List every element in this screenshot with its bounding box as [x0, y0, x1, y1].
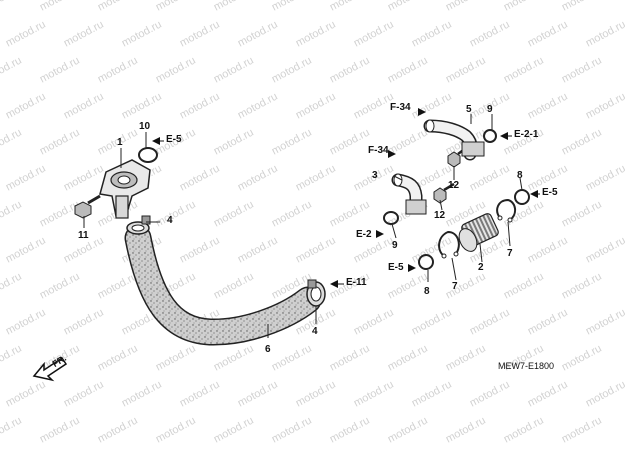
leader-lines	[83, 114, 523, 338]
o-ring-9-upper	[483, 129, 497, 143]
part-4-label-lower: 4	[312, 326, 318, 337]
ref-f34-upper: F-34	[390, 102, 411, 113]
part-12-label-a: 12	[434, 210, 446, 221]
part-12-label-b: 12	[448, 180, 460, 191]
ref-e2: E-2	[356, 229, 372, 240]
water-hose-6	[124, 224, 322, 346]
ref-e5-lower: E-5	[388, 262, 404, 273]
circlip-7-upper	[496, 198, 516, 223]
o-ring-9-lower	[383, 211, 399, 225]
bent-pipe-5	[423, 119, 485, 161]
circlip-7-lower	[438, 230, 460, 259]
ref-e5-right: E-5	[542, 187, 558, 198]
part-8-label-lower: 8	[424, 286, 430, 297]
diagram-code: MEW7-E1800	[498, 361, 555, 371]
part-9-label-lower: 9	[392, 240, 398, 251]
part-7-label-lower: 7	[452, 281, 458, 292]
part-5-label: 5	[466, 104, 472, 115]
part-11-label: 11	[78, 230, 89, 241]
ref-e11: E-11	[346, 277, 367, 288]
bolt-12-a	[433, 182, 455, 204]
elbow-pipe-3	[391, 173, 427, 215]
ref-f34-lower: F-34	[368, 145, 389, 156]
bolt-11	[74, 194, 101, 219]
o-ring-8-upper	[514, 189, 530, 205]
part-6-label: 6	[265, 344, 271, 355]
hose-clamp-4-lower	[306, 279, 326, 307]
thermostat-housing-1	[99, 159, 151, 219]
hose-clamp-4-top	[126, 215, 151, 235]
part-4-label-top: 4	[167, 215, 173, 226]
o-ring-8-lower	[418, 254, 434, 270]
part-10-label: 10	[139, 121, 151, 132]
part-7-label-upper: 7	[507, 248, 513, 259]
ref-e5-top: E-5	[166, 134, 182, 145]
part-8-label-upper: 8	[517, 170, 523, 181]
reference-arrows	[152, 108, 540, 288]
o-ring-10	[138, 147, 158, 163]
part-9-label-upper: 9	[487, 104, 493, 115]
front-arrow-icon	[32, 356, 68, 382]
part-1-label: 1	[117, 137, 123, 148]
ref-e2-1: E-2-1	[514, 129, 539, 140]
part-3-label: 3	[372, 170, 378, 181]
joint-collar-2	[458, 213, 499, 252]
part-2-label: 2	[478, 262, 484, 273]
